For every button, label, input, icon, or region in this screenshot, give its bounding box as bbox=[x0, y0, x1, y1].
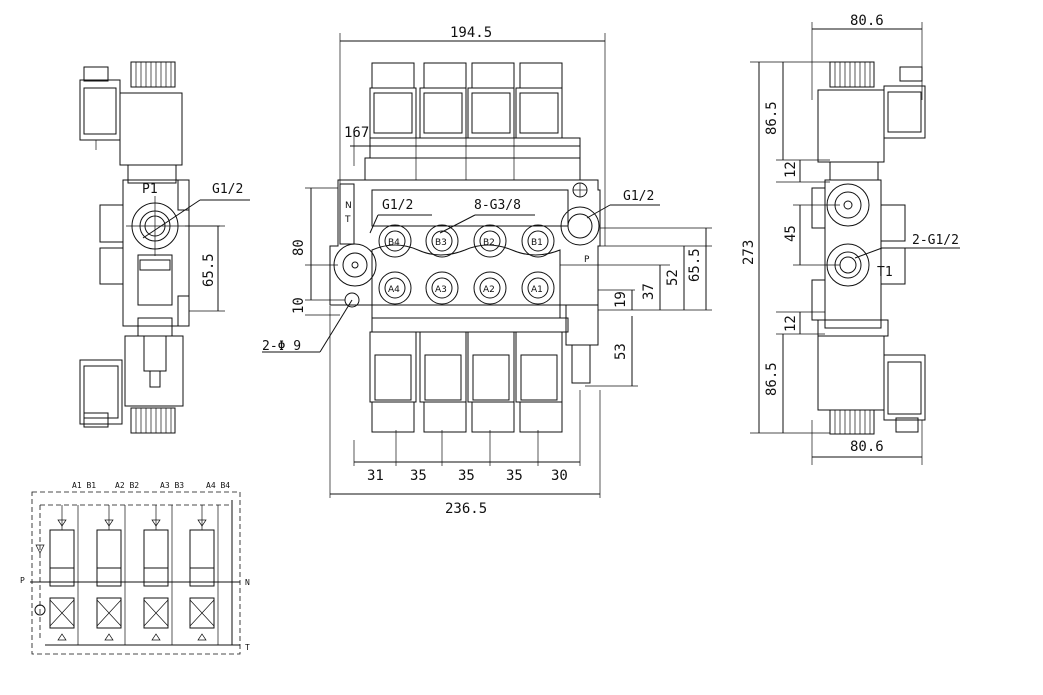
front-2phi9: 2-Φ 9 bbox=[262, 339, 301, 354]
schem-p: P bbox=[20, 576, 25, 585]
front-t: T bbox=[344, 215, 351, 225]
side-dim-86-5-top: 86.5 bbox=[764, 101, 780, 135]
bottom-solenoids bbox=[369, 304, 599, 433]
dim-236-5: 236.5 bbox=[445, 501, 487, 517]
front-n: N bbox=[345, 201, 352, 211]
side-t1: T1 bbox=[877, 265, 893, 280]
side-dim-45: 45 bbox=[783, 225, 799, 242]
side-dim-80-6-bottom: 80.6 bbox=[850, 439, 884, 455]
top-solenoids bbox=[364, 62, 581, 181]
dim-35-b: 35 bbox=[458, 468, 475, 484]
dim-35-c: 35 bbox=[506, 468, 523, 484]
dim-10: 10 bbox=[291, 297, 307, 314]
dim-19: 19 bbox=[613, 291, 629, 308]
port-b2: B2 bbox=[483, 238, 495, 248]
port-b4: B4 bbox=[388, 238, 400, 248]
dim-52: 52 bbox=[665, 269, 681, 286]
dim-30: 30 bbox=[551, 468, 568, 484]
left-side-view: P1 G1/2 65.5 bbox=[79, 61, 250, 434]
dim-31: 31 bbox=[367, 468, 384, 484]
schem-label-3: A3 B3 bbox=[160, 481, 184, 490]
left-p1-label: P1 bbox=[142, 182, 158, 197]
port-a3: A3 bbox=[435, 285, 447, 295]
side-dim-86-5-bottom: 86.5 bbox=[764, 362, 780, 396]
port-a2: A2 bbox=[483, 285, 495, 295]
dim-35-a: 35 bbox=[410, 468, 427, 484]
left-g12-label: G1/2 bbox=[212, 182, 243, 197]
right-side-view: 80.6 2-G1/2 T1 bbox=[741, 13, 960, 465]
schem-n: N bbox=[245, 578, 250, 587]
dim-80: 80 bbox=[291, 239, 307, 256]
front-view: 194.5 167 bbox=[262, 25, 712, 517]
front-8g38: 8-G3/8 bbox=[474, 198, 521, 213]
side-2g12: 2-G1/2 bbox=[912, 233, 959, 248]
schem-valve-2 bbox=[96, 505, 126, 645]
dim-65-5-right: 65.5 bbox=[687, 248, 703, 282]
schem-label-2: A2 B2 bbox=[115, 481, 139, 490]
schem-t: T bbox=[245, 643, 250, 652]
front-p: P bbox=[584, 255, 590, 265]
dim-37: 37 bbox=[641, 283, 657, 300]
port-row-b: B4 B3 B2 B1 bbox=[378, 224, 555, 258]
side-dim-12-bottom: 12 bbox=[783, 315, 799, 332]
dim-194-5: 194.5 bbox=[450, 25, 492, 41]
port-b3: B3 bbox=[435, 238, 447, 248]
port-a1: A1 bbox=[531, 285, 543, 295]
schem-valve-3 bbox=[143, 505, 173, 645]
left-655-dim: 65.5 bbox=[201, 253, 217, 287]
side-dim-273: 273 bbox=[741, 240, 757, 265]
hydraulic-schematic: A1 B1 A2 B2 A3 B3 A4 B4 P N T bbox=[20, 481, 250, 655]
port-row-a: A4 A3 A2 A1 bbox=[378, 271, 555, 305]
schem-label-4: A4 B4 bbox=[206, 481, 230, 490]
schem-valve-1 bbox=[49, 505, 79, 645]
front-g12-right: G1/2 bbox=[623, 189, 654, 204]
front-g12-left: G1/2 bbox=[382, 198, 413, 213]
side-dim-80-6-top: 80.6 bbox=[850, 13, 884, 29]
port-a4: A4 bbox=[388, 285, 400, 295]
dim-167: 167 bbox=[344, 125, 369, 141]
dim-53: 53 bbox=[613, 343, 629, 360]
schem-label-1: A1 B1 bbox=[72, 481, 96, 490]
port-b1: B1 bbox=[531, 238, 543, 248]
schem-valve-4 bbox=[189, 505, 219, 645]
side-dim-12-top: 12 bbox=[783, 161, 799, 178]
